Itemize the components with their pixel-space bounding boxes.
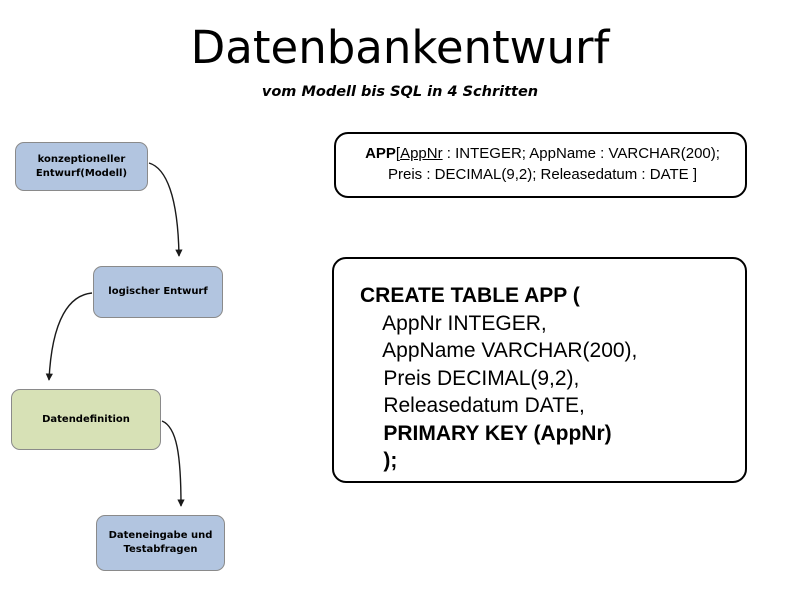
flow-step-label: Dateneingabe und Testabfragen xyxy=(109,529,213,557)
schema-line2: Preis : DECIMAL(9,2); Releasedatum : DAT… xyxy=(388,166,697,183)
sql-code-line: PRIMARY KEY (AppNr) xyxy=(360,421,612,445)
flow-step-label-line2: Entwurf(Modell) xyxy=(35,167,128,179)
flow-step-label: logischer Entwurf xyxy=(108,286,208,297)
sql-code-line: AppName VARCHAR(200), xyxy=(360,339,638,362)
schema-relation-name: APP xyxy=(365,145,396,162)
sql-note-box: CREATE TABLE APP ( AppNr INTEGER, AppNam… xyxy=(332,257,747,483)
flow-step-label-line1: konzeptioneller xyxy=(37,153,126,165)
flow-step-dateneingabe-testabfragen[interactable]: Dateneingabe und Testabfragen xyxy=(96,515,225,571)
sql-code-line: CREATE TABLE APP ( xyxy=(360,284,580,307)
sql-code-block: CREATE TABLE APP ( AppNr INTEGER, AppNam… xyxy=(360,282,637,475)
schema-line1-rest: : INTEGER; AppName : VARCHAR(200); xyxy=(442,145,720,162)
sql-code-line: Preis DECIMAL(9,2), xyxy=(360,366,580,390)
arrow-datendefinition-to-dateneingabe xyxy=(161,420,185,507)
page-subtitle: vom Modell bis SQL in 4 Schritten xyxy=(261,84,539,100)
schema-primary-key: AppNr xyxy=(400,145,443,162)
flow-step-konzeptioneller-entwurf[interactable]: konzeptioneller Entwurf(Modell) xyxy=(15,142,148,191)
flow-step-label: konzeptioneller Entwurf(Modell) xyxy=(36,153,127,181)
flow-step-label-line1: Dateneingabe und xyxy=(108,530,213,541)
sql-code-line: Releasedatum DATE, xyxy=(360,394,585,417)
page-title: Datenbankentwurf xyxy=(190,21,610,74)
flow-step-label-line2: Testabfragen xyxy=(123,544,198,555)
flow-step-logischer-entwurf[interactable]: logischer Entwurf xyxy=(93,266,223,318)
schema-note-text: APP[AppNr : INTEGER; AppName : VARCHAR(2… xyxy=(336,143,749,185)
schema-note-box: APP[AppNr : INTEGER; AppName : VARCHAR(2… xyxy=(334,132,747,198)
schema-open-bracket: [ xyxy=(395,145,401,162)
flow-step-label: Datendefinition xyxy=(42,413,130,425)
sql-code-line: AppNr INTEGER, xyxy=(360,311,547,335)
arrow-konzeptioneller-to-logischer xyxy=(148,162,183,257)
arrow-logischer-to-datendefinition xyxy=(45,292,93,381)
flow-step-datendefinition[interactable]: Datendefinition xyxy=(11,389,161,450)
sql-code-line: ); xyxy=(360,449,398,472)
